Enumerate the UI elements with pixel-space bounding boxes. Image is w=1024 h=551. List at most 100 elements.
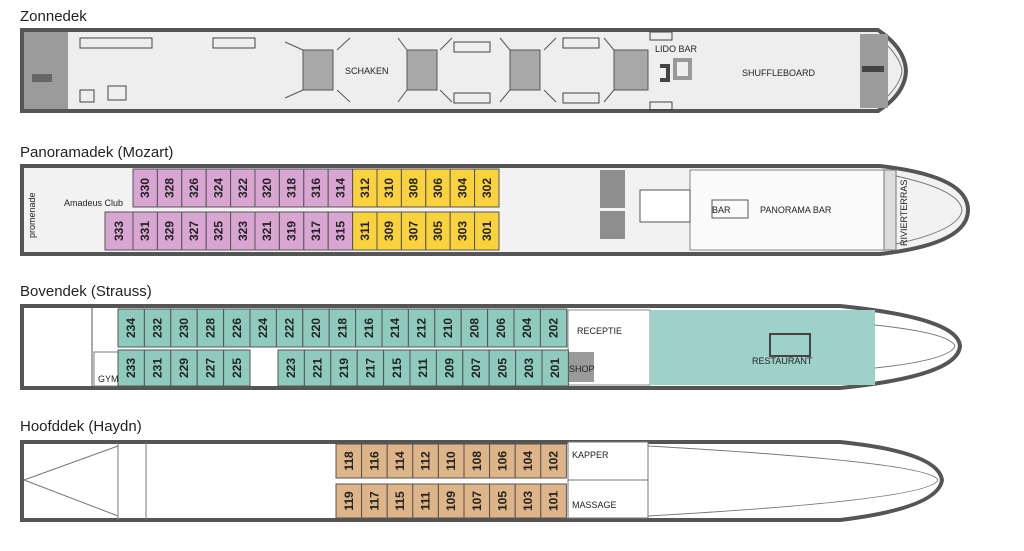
cabin-333 [104,211,134,251]
cabin-number-324: 324 [211,178,225,198]
cabin-215 [383,349,411,387]
cabin-324 [205,168,232,208]
cabin-205 [488,349,517,387]
cabin-number-211: 211 [416,358,430,378]
cabin-320 [254,168,280,208]
cabin-number-204: 204 [520,318,534,338]
reception-label: RECEPTIE [577,326,622,336]
cabin-number-315: 315 [333,221,347,241]
cabin-322 [230,168,256,208]
cabin-112 [412,443,439,479]
cabin-302 [474,168,500,208]
panorama-bar-label: PANORAMA BAR [760,205,832,215]
cabin-118 [335,443,363,479]
cabin-323 [230,211,256,251]
cabin-number-323: 323 [236,221,250,241]
cabin-208 [460,308,489,348]
cabin-number-220: 220 [309,318,323,338]
cabin-216 [355,308,383,348]
cabin-109 [437,483,465,519]
cabin-number-117: 117 [367,491,381,511]
cabin-number-221: 221 [311,358,325,378]
cabin-number-222: 222 [283,318,297,338]
cabin-number-217: 217 [363,358,377,378]
lido-bar-label: LIDO BAR [655,44,698,54]
cabin-218 [328,308,357,348]
restaurant-label: RESTAURANT [752,356,813,366]
cabin-211 [409,349,437,387]
cabin-number-305: 305 [431,221,445,241]
cabin-number-225: 225 [230,358,244,378]
cabin-210 [434,308,462,348]
cabin-117 [361,483,388,519]
cabin-number-319: 319 [285,221,299,241]
cabin-114 [386,443,414,479]
cabin-228 [196,308,225,348]
cabin-number-116: 116 [367,451,381,471]
cabin-number-106: 106 [495,451,509,471]
cabin-222 [275,308,304,348]
cabin-number-111: 111 [419,491,433,510]
cabin-number-228: 228 [203,318,217,338]
deck-title-zonnedek: Zonnedek [20,8,87,25]
shop-label: SHOP [569,364,595,374]
cabin-number-214: 214 [388,318,402,338]
cabin-number-307: 307 [407,221,421,241]
promenade-label: promenade [27,192,37,238]
cabin-number-229: 229 [177,358,191,378]
cabin-number-227: 227 [203,358,217,378]
cabin-number-226: 226 [230,318,244,338]
cabin-number-208: 208 [467,318,481,338]
cabin-number-322: 322 [236,178,250,198]
cabin-212 [407,308,436,348]
cabin-number-302: 302 [480,178,494,198]
cabin-number-224: 224 [256,318,270,338]
cabin-number-203: 203 [522,358,536,378]
cabin-209 [435,349,464,387]
cabin-number-207: 207 [469,358,483,378]
cabin-number-304: 304 [455,178,469,198]
cabin-116 [361,443,388,479]
cabin-number-303: 303 [455,221,469,241]
cabin-number-327: 327 [187,221,201,241]
cabin-number-312: 312 [358,178,372,198]
cabin-102 [540,443,567,479]
cabin-number-232: 232 [151,318,165,338]
cabin-number-318: 318 [285,178,299,198]
gym-label: GYM [98,374,119,384]
cabin-number-310: 310 [382,178,396,198]
cabin-number-108: 108 [470,451,484,471]
cabin-number-233: 233 [124,358,138,378]
cabin-number-321: 321 [260,221,274,241]
cabin-308 [400,168,427,208]
cabin-number-326: 326 [187,178,201,198]
cabin-number-209: 209 [443,358,457,378]
cabin-number-308: 308 [407,178,421,198]
cabin-219 [330,349,358,387]
cabin-number-119: 119 [342,491,356,511]
cabin-115 [386,483,414,519]
cabin-number-102: 102 [547,451,561,471]
cabin-303 [449,211,476,251]
bar-label: BAR [712,205,731,215]
cabin-108 [463,443,491,479]
cabin-110 [437,443,465,479]
shuffleboard-label: SHUFFLEBOARD [742,68,816,78]
cabin-number-114: 114 [393,451,407,471]
cabin-number-234: 234 [124,318,138,338]
cabin-number-317: 317 [309,221,323,241]
cabin-number-325: 325 [211,221,225,241]
cabin-number-320: 320 [260,178,274,198]
deck-title-panoramadek: Panoramadek (Mozart) [20,144,174,161]
cabin-223 [277,349,305,387]
cabin-201 [541,349,569,387]
cabin-317 [303,211,329,251]
cabin-number-301: 301 [480,221,494,241]
